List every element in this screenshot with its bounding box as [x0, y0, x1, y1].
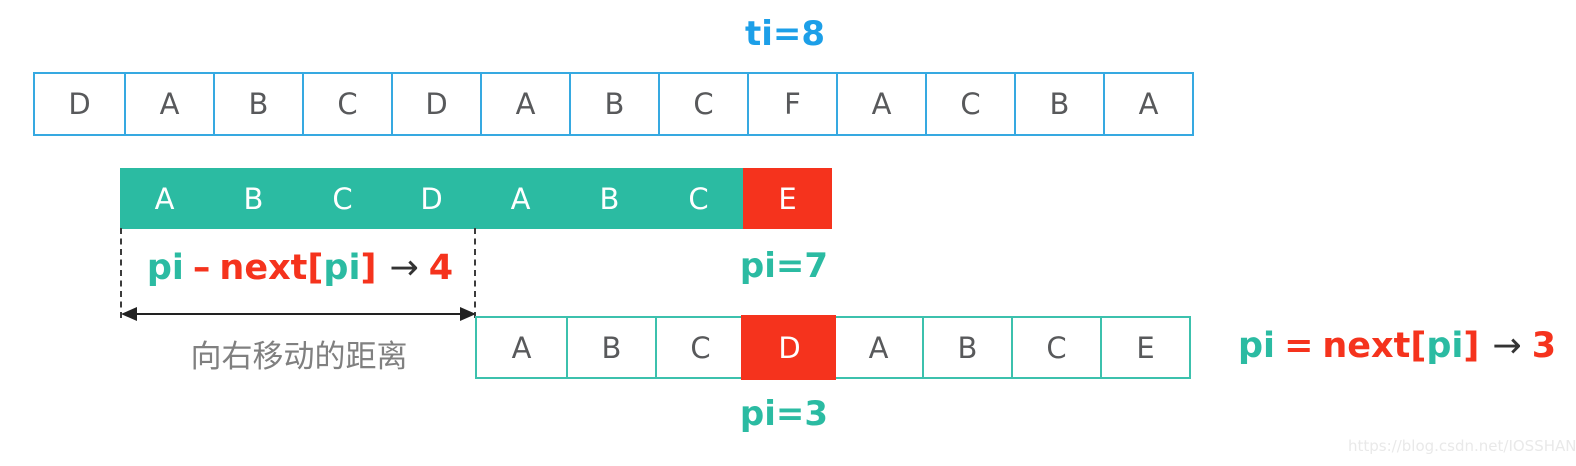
text-cell: D [391, 74, 480, 134]
watermark-text: https://blog.csdn.net/IOSSHAN [1348, 437, 1576, 455]
pattern-cell: B [565, 168, 654, 229]
pattern-cell: E [1100, 318, 1189, 377]
text-cell-mismatch: F [747, 74, 836, 134]
arrowhead-right-icon [460, 307, 476, 321]
pattern-row-before-shift: A B C D A B C E [120, 168, 832, 229]
pattern-cell: B [209, 168, 298, 229]
arrow-right-icon: → [1492, 326, 1522, 366]
pi-assign-formula: pi=next[pi]→3 [1238, 326, 1556, 366]
pattern-cell: C [298, 168, 387, 229]
text-cell: B [569, 74, 658, 134]
text-cell: C [302, 74, 391, 134]
formula-bracket-close: ] [1463, 326, 1480, 366]
pi-after-label: pi=3 [739, 394, 829, 434]
pi-before-label: pi=7 [739, 246, 829, 286]
text-cell: A [480, 74, 569, 134]
text-cell: C [925, 74, 1014, 134]
pattern-cell: A [120, 168, 209, 229]
formula-pi: pi [1238, 326, 1276, 366]
shift-distance-caption: 向右移动的距离 [190, 339, 408, 375]
formula-minus: – [192, 248, 211, 288]
text-cell: A [836, 74, 925, 134]
text-cell: B [1014, 74, 1103, 134]
pattern-cell: B [566, 318, 655, 377]
pattern-cell: C [1011, 318, 1100, 377]
ti-index-label: ti=8 [744, 14, 826, 54]
dashed-guide-left [120, 228, 122, 318]
pattern-cell-mismatch: E [743, 168, 832, 229]
pattern-cell: D [387, 168, 476, 229]
pattern-cell: B [922, 318, 1011, 377]
formula-pi-arg: pi [323, 248, 361, 288]
formula-result: 4 [428, 248, 454, 288]
text-cell: B [213, 74, 302, 134]
pattern-row-after-shift: A B C D A B C E [475, 315, 1191, 380]
formula-pi-arg: pi [1426, 326, 1464, 366]
text-string-row: D A B C D A B C F A C B A [33, 72, 1194, 136]
arrowhead-left-icon [121, 307, 137, 321]
pattern-cell-current: D [741, 315, 836, 380]
pattern-cell: A [476, 168, 565, 229]
pattern-cell: A [511, 330, 532, 365]
shift-distance-formula: pi–next[pi]→4 [130, 248, 470, 288]
formula-bracket-close: ] [360, 248, 377, 288]
formula-pi: pi [146, 248, 184, 288]
text-cell: A [1103, 74, 1192, 134]
pattern-cell: C [654, 168, 743, 229]
formula-next-open: next[ [1322, 326, 1427, 366]
pattern-cell: C [655, 318, 744, 377]
formula-next-open: next[ [219, 248, 324, 288]
formula-result: 3 [1531, 326, 1557, 366]
text-cell: C [658, 74, 747, 134]
shift-distance-arrow [133, 313, 463, 315]
arrow-right-icon: → [389, 248, 419, 288]
dashed-guide-right [474, 228, 476, 318]
text-cell: A [124, 74, 213, 134]
pattern-cell: A [833, 318, 922, 377]
text-cell: D [68, 87, 91, 121]
formula-equals: = [1284, 326, 1314, 366]
